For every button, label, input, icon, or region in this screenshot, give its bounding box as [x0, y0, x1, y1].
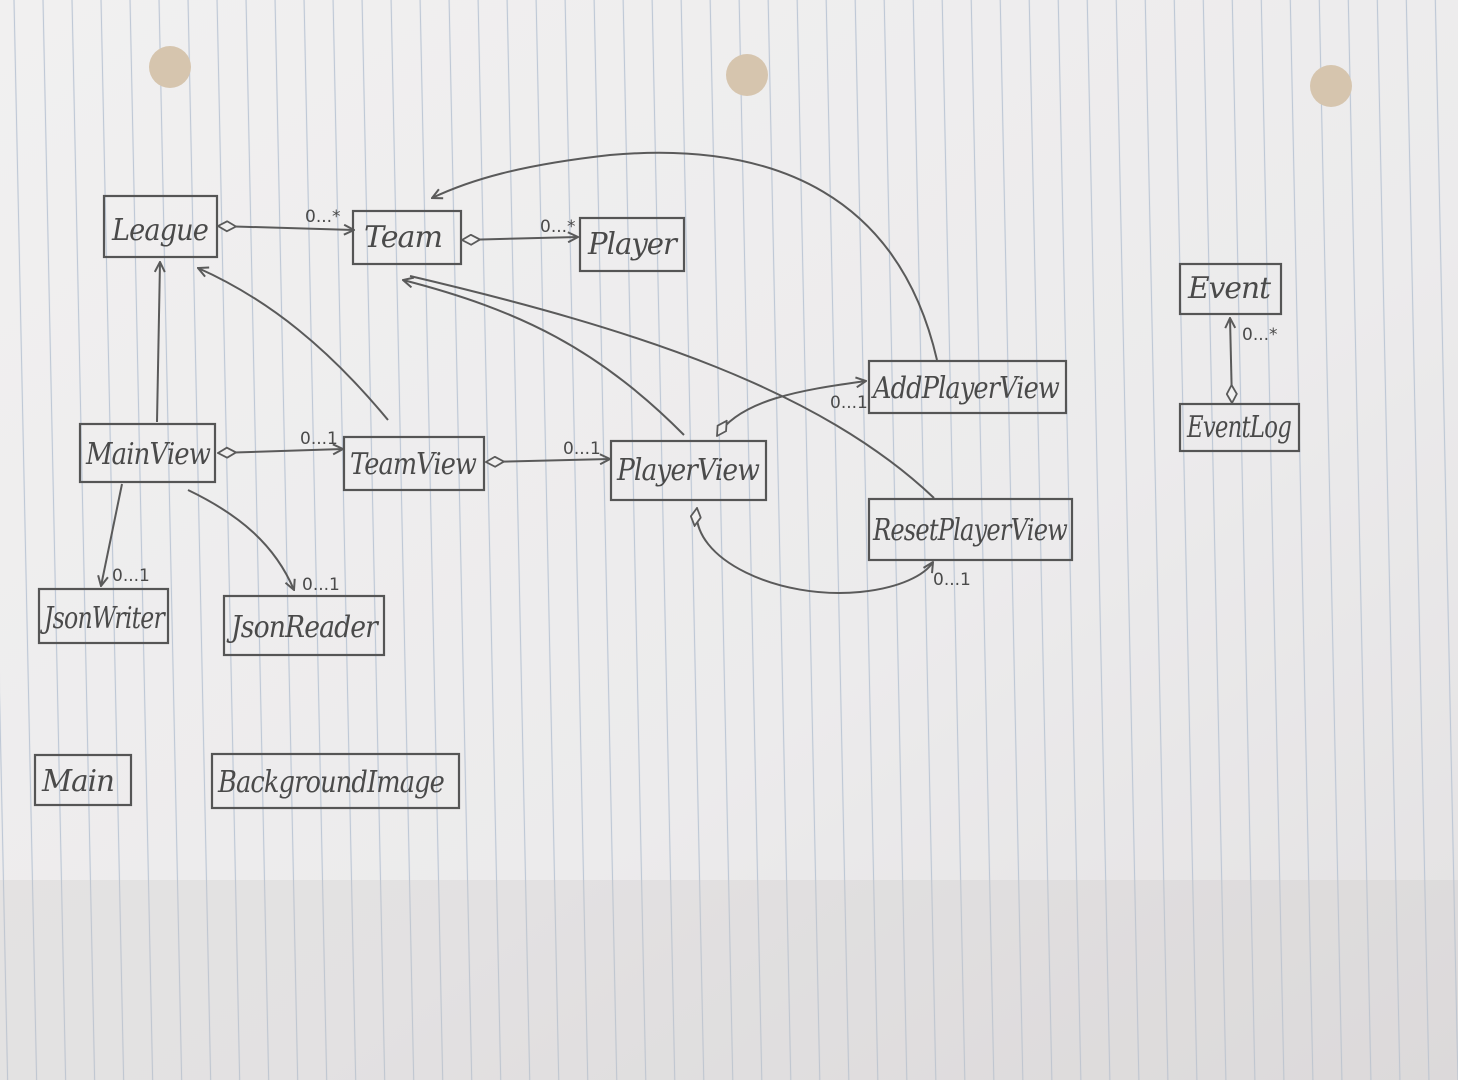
- class-backgroundimage-label: BackgroundImage: [217, 765, 444, 800]
- edge-mainview-teamview: [218, 449, 343, 453]
- class-player-label: Player: [587, 227, 679, 262]
- mult-team-player: 0...*: [540, 217, 576, 237]
- mult-eventlog-event: 0...*: [1242, 325, 1278, 345]
- class-addplayerview: AddPlayerView: [867, 359, 1068, 415]
- class-team: Team: [351, 209, 463, 266]
- punch-hole: [726, 54, 768, 96]
- class-team-label: Team: [364, 220, 442, 255]
- punch-holes: [149, 46, 1352, 107]
- edge-team-player: [462, 237, 578, 240]
- paper-shadow: [0, 880, 1458, 1080]
- punch-hole: [1310, 65, 1352, 107]
- class-mainview: MainView: [78, 422, 217, 484]
- edge-eventlog-event: [1230, 318, 1232, 403]
- class-player: Player: [578, 216, 686, 273]
- mult-playerview-resetplayerview: 0...1: [933, 570, 971, 590]
- edge-teamview-playerview: [486, 459, 610, 462]
- class-teamview: TeamView: [342, 435, 486, 492]
- punch-hole: [149, 46, 191, 88]
- edge-league-team: [218, 226, 354, 230]
- class-event-label: Event: [1187, 271, 1272, 306]
- edge-playerview-team: [403, 280, 685, 436]
- mult-teamview-playerview: 0...1: [563, 439, 601, 459]
- edge-playerview-addplayerview: [717, 381, 866, 436]
- class-resetplayerview-label: ResetPlayerView: [872, 513, 1068, 548]
- class-resetplayerview: ResetPlayerView: [867, 497, 1074, 562]
- edge-addplayerview-team: [432, 151, 938, 361]
- class-backgroundimage: BackgroundImage: [210, 752, 461, 810]
- mult-mainview-jsonwriter: 0...1: [112, 566, 150, 586]
- edge-teamview-league: [198, 268, 389, 421]
- class-event: Event: [1178, 262, 1283, 316]
- edge-playerview-resetplayerview: [697, 508, 933, 594]
- multiplicity-labels: 0...* 0...* 0...* 0...1 0...1 0...1 0...…: [112, 207, 1278, 595]
- edge-mainview-jsonwriter: [101, 483, 123, 586]
- mult-mainview-jsonreader: 0...1: [302, 575, 340, 595]
- class-jsonreader-label: JsonReader: [226, 610, 380, 645]
- edge-resetplayerview-team: [409, 275, 935, 499]
- class-eventlog: EventLog: [1178, 402, 1301, 453]
- class-jsonwriter-label: JsonWriter: [39, 601, 166, 636]
- class-league-label: League: [111, 213, 208, 248]
- class-main-label: Main: [41, 764, 114, 799]
- class-jsonreader: JsonReader: [222, 594, 386, 657]
- relationships: [101, 151, 1232, 594]
- class-addplayerview-label: AddPlayerView: [870, 371, 1060, 406]
- edge-mainview-league: [157, 262, 160, 423]
- class-main: Main: [33, 753, 133, 807]
- class-mainview-label: MainView: [85, 437, 211, 472]
- mult-mainview-teamview: 0...1: [300, 429, 338, 449]
- class-league: League: [102, 194, 219, 259]
- edge-mainview-jsonreader: [187, 489, 294, 590]
- class-teamview-label: TeamView: [350, 447, 477, 482]
- class-playerview-label: PlayerView: [616, 453, 760, 488]
- mult-league-team: 0...*: [305, 207, 341, 227]
- class-playerview: PlayerView: [609, 439, 768, 502]
- mult-playerview-addplayerview: 0...1: [830, 393, 868, 413]
- class-eventlog-label: EventLog: [1186, 410, 1291, 445]
- class-jsonwriter: JsonWriter: [37, 587, 170, 645]
